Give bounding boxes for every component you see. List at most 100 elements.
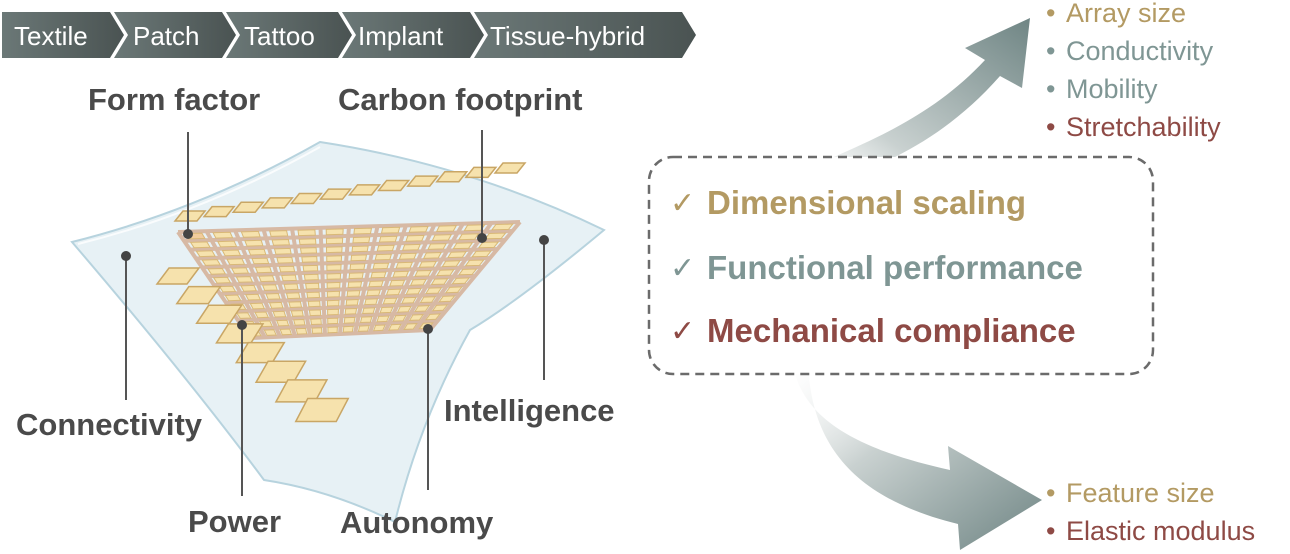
electrode-pad: [283, 283, 299, 291]
electrode-pad: [477, 241, 500, 249]
electrode-pad: [301, 255, 318, 263]
electrode-pad: [451, 277, 471, 285]
electrode-pad: [272, 310, 287, 318]
electrode-pad: [295, 327, 308, 335]
electrode-pad: [325, 246, 343, 254]
electrode-pad: [408, 314, 425, 321]
electrode-pad: [201, 259, 222, 266]
electrode-pad: [306, 291, 321, 299]
contact-pad: [202, 205, 236, 218]
electrode-pad: [396, 305, 412, 313]
criterion-functional: Functional performance: [707, 249, 1083, 286]
electrode-pad: [290, 310, 304, 317]
electrode-pad: [216, 240, 238, 248]
electrode-pad: [408, 225, 429, 233]
electrode-pad: [326, 281, 341, 289]
electrode-pad: [430, 278, 449, 286]
electrode-pad: [374, 253, 393, 261]
electrode-pad: [431, 234, 453, 242]
electrode-pad: [392, 270, 410, 278]
electrode-pad: [247, 248, 267, 256]
electrode-pad: [352, 236, 371, 244]
interconnect-trace: [428, 220, 522, 332]
chevron-implant: [342, 12, 484, 58]
electrode-pad: [249, 302, 266, 310]
bullet-icon: •: [1046, 74, 1055, 104]
electrode-pad: [376, 244, 395, 252]
form-factor-bar: Textile Patch Tattoo Implant Tissue-hybr…: [2, 12, 696, 58]
form-factor-label: Patch: [133, 21, 200, 51]
electrode-pad: [353, 227, 373, 235]
electrode-pad: [326, 272, 342, 280]
electrode-pad: [389, 279, 406, 287]
electrode-pad: [435, 269, 455, 277]
metric-feature-size: Feature size: [1066, 478, 1215, 508]
electrode-pad: [405, 234, 425, 242]
chevron-tissue-hybrid: [474, 12, 696, 58]
criterion-mechanical: Mechanical compliance: [707, 312, 1076, 349]
electrode-pad: [212, 231, 234, 239]
electrode-pad: [268, 301, 284, 309]
electrode-pad: [285, 292, 301, 300]
interconnect-trace: [249, 328, 431, 340]
electrode-pad: [254, 266, 273, 274]
electrode-pad: [370, 271, 387, 279]
electrode-pad: [269, 230, 289, 237]
electrode-pad: [263, 329, 277, 336]
contact-pad: [173, 210, 207, 222]
electrode-pad: [235, 276, 254, 283]
electrode-pad: [279, 328, 293, 336]
electrode-pad: [254, 311, 270, 319]
electrode-pad: [418, 260, 438, 268]
electrode-pad: [307, 300, 321, 308]
contact-pad: [493, 162, 527, 174]
electrode-pad: [345, 298, 359, 306]
chevron-textile: [2, 12, 124, 58]
contact-pad: [464, 166, 498, 179]
electrode-pad: [326, 255, 343, 263]
electrode-pad: [379, 306, 394, 314]
electrode-pad: [409, 278, 427, 286]
electronic-skin-illustration: [70, 140, 606, 524]
chevron-patch: [114, 12, 236, 58]
arrow-down-icon: [792, 360, 1042, 550]
electrode-pad: [392, 314, 407, 322]
callout-power: Power: [188, 504, 281, 539]
callout-carbon-footprint: Carbon footprint: [338, 82, 583, 117]
check-icon: ✓: [670, 314, 695, 349]
electrode-pad: [273, 247, 292, 255]
electrode-pad: [414, 305, 431, 313]
electrode-pad: [288, 301, 303, 309]
electrode-pad: [414, 269, 433, 277]
electrode-pad: [265, 292, 281, 300]
electrode-pad: [376, 315, 390, 323]
metric-stretchability: Stretchability: [1066, 112, 1221, 142]
metric-array-size: Array size: [1066, 0, 1186, 28]
electrode-pad: [424, 313, 442, 321]
contact-pad: [406, 175, 440, 187]
bullet-icon: •: [1046, 516, 1055, 546]
electrode-pad: [427, 243, 448, 250]
electrode-pad: [221, 249, 242, 257]
electrode-pad: [435, 225, 458, 233]
electrode-pad: [359, 316, 373, 324]
electrode-pad: [385, 288, 402, 296]
bullet-icon: •: [1046, 36, 1055, 66]
bullet-icon: •: [1046, 478, 1055, 508]
electrode-pad: [230, 267, 250, 275]
electrode-pad: [380, 226, 401, 234]
electrode-pad: [444, 286, 463, 294]
electrode-pad: [235, 312, 252, 319]
electrode-pad: [212, 276, 232, 284]
electrode-pad: [276, 256, 294, 264]
check-icon: ✓: [670, 251, 695, 286]
electrode-pad: [342, 325, 354, 333]
callout-intelligence: Intelligence: [444, 393, 615, 428]
electrode-pad: [471, 250, 493, 258]
electrode-pad: [463, 224, 486, 232]
electrode-pad: [446, 251, 468, 259]
criterion-dimensional: Dimensional scaling: [707, 184, 1026, 221]
callout-autonomy: Autonomy: [340, 505, 494, 540]
electrode-pad: [401, 296, 417, 304]
